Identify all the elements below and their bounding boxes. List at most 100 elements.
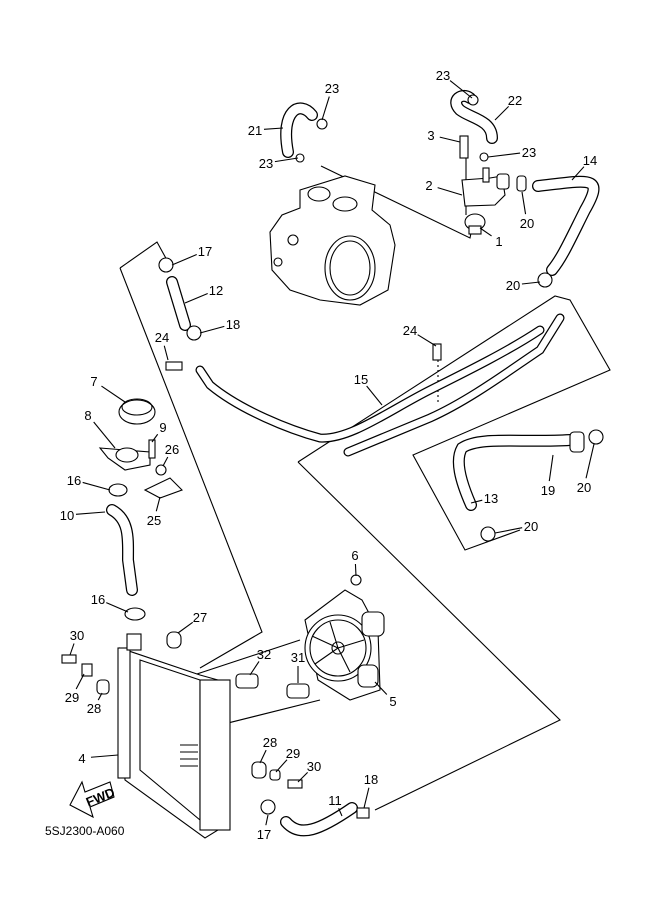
- thermostat-housing: [459, 135, 510, 235]
- callout-23: 23: [325, 81, 339, 96]
- leader-line: [93, 421, 116, 449]
- callout-4: 4: [78, 751, 85, 766]
- leader-line: [101, 385, 126, 403]
- leader-line: [263, 127, 284, 130]
- leader-line: [75, 511, 106, 515]
- leader-line: [75, 673, 85, 690]
- callout-24: 24: [403, 323, 417, 338]
- leader-line: [521, 191, 527, 215]
- callout-6: 6: [351, 548, 358, 563]
- callout-2: 2: [425, 178, 432, 193]
- leader-line: [548, 454, 554, 482]
- diagram-code: 5SJ2300-A060: [45, 824, 125, 838]
- callout-27: 27: [193, 610, 207, 625]
- leader-line: [437, 187, 463, 196]
- leader-line: [521, 281, 541, 285]
- leader-line: [249, 661, 260, 676]
- callout-28: 28: [87, 701, 101, 716]
- leader-line: [199, 325, 225, 334]
- leader-line: [155, 496, 161, 512]
- callout-30: 30: [70, 628, 84, 643]
- cylinder-head: [269, 175, 396, 306]
- leader-line: [259, 749, 267, 764]
- leader-line: [106, 602, 129, 613]
- leader-line: [417, 334, 437, 347]
- callout-23: 23: [522, 145, 536, 160]
- callout-30: 30: [307, 759, 321, 774]
- leader-line: [571, 166, 585, 181]
- fwd-arrow-icon: FWD: [69, 780, 117, 819]
- leader-line: [163, 345, 169, 361]
- leader-line: [321, 96, 330, 121]
- leader-line: [275, 759, 288, 773]
- callout-12: 12: [209, 283, 223, 298]
- callout-20: 20: [520, 216, 534, 231]
- callout-18: 18: [226, 317, 240, 332]
- leader-line: [470, 499, 483, 504]
- callout-7: 7: [90, 374, 97, 389]
- callout-21: 21: [248, 123, 262, 138]
- callout-19: 19: [541, 483, 555, 498]
- callout-31: 31: [291, 650, 305, 665]
- callout-1: 1: [495, 234, 502, 249]
- leader-line: [151, 433, 159, 443]
- leader-line: [265, 814, 269, 826]
- callout-20: 20: [577, 480, 591, 495]
- callout-26: 26: [165, 442, 179, 457]
- callout-29: 29: [65, 690, 79, 705]
- callout-20: 20: [524, 519, 538, 534]
- callout-9: 9: [159, 420, 166, 435]
- callout-17: 17: [198, 244, 212, 259]
- leader-lines: [69, 80, 595, 826]
- callout-20: 20: [506, 278, 520, 293]
- small-parts: [61, 94, 604, 819]
- leader-line: [439, 136, 461, 143]
- leader-line: [354, 563, 357, 577]
- callout-28: 28: [263, 735, 277, 750]
- callout-29: 29: [286, 746, 300, 761]
- leader-line: [585, 443, 595, 479]
- callout-8: 8: [84, 408, 91, 423]
- leader-line: [184, 292, 208, 304]
- radiator: [117, 633, 231, 839]
- leader-line: [69, 643, 75, 656]
- leader-line: [449, 80, 473, 99]
- leader-line: [274, 157, 299, 163]
- leader-line: [366, 385, 383, 406]
- leader-line: [487, 152, 521, 158]
- callout-14: 14: [583, 153, 597, 168]
- callout-3: 3: [427, 128, 434, 143]
- leader-line: [171, 254, 197, 266]
- leader-line: [363, 787, 370, 809]
- leader-line: [82, 481, 111, 491]
- leader-line: [162, 456, 169, 467]
- callout-25: 25: [147, 513, 161, 528]
- callout-24: 24: [155, 330, 169, 345]
- fwd-label: FWD: [84, 785, 117, 810]
- leader-line: [297, 771, 309, 783]
- leader-line: [97, 692, 103, 701]
- leader-line: [374, 681, 388, 695]
- leader-line: [479, 227, 492, 237]
- callout-10: 10: [60, 508, 74, 523]
- callout-13: 13: [484, 491, 498, 506]
- callout-18: 18: [364, 772, 378, 787]
- fan-assembly: [304, 589, 385, 701]
- leader-line: [338, 808, 343, 817]
- callout-16: 16: [67, 473, 81, 488]
- leader-line: [494, 105, 510, 121]
- callout-22: 22: [508, 93, 522, 108]
- callout-11: 11: [328, 793, 342, 808]
- callout-16: 16: [91, 592, 105, 607]
- leader-line: [177, 621, 194, 634]
- callout-32: 32: [257, 647, 271, 662]
- leader-line: [494, 527, 523, 534]
- callout-23: 23: [436, 68, 450, 83]
- hoses: [106, 89, 600, 837]
- leader-line: [90, 754, 119, 758]
- callout-17: 17: [257, 827, 271, 842]
- callout-15: 15: [354, 372, 368, 387]
